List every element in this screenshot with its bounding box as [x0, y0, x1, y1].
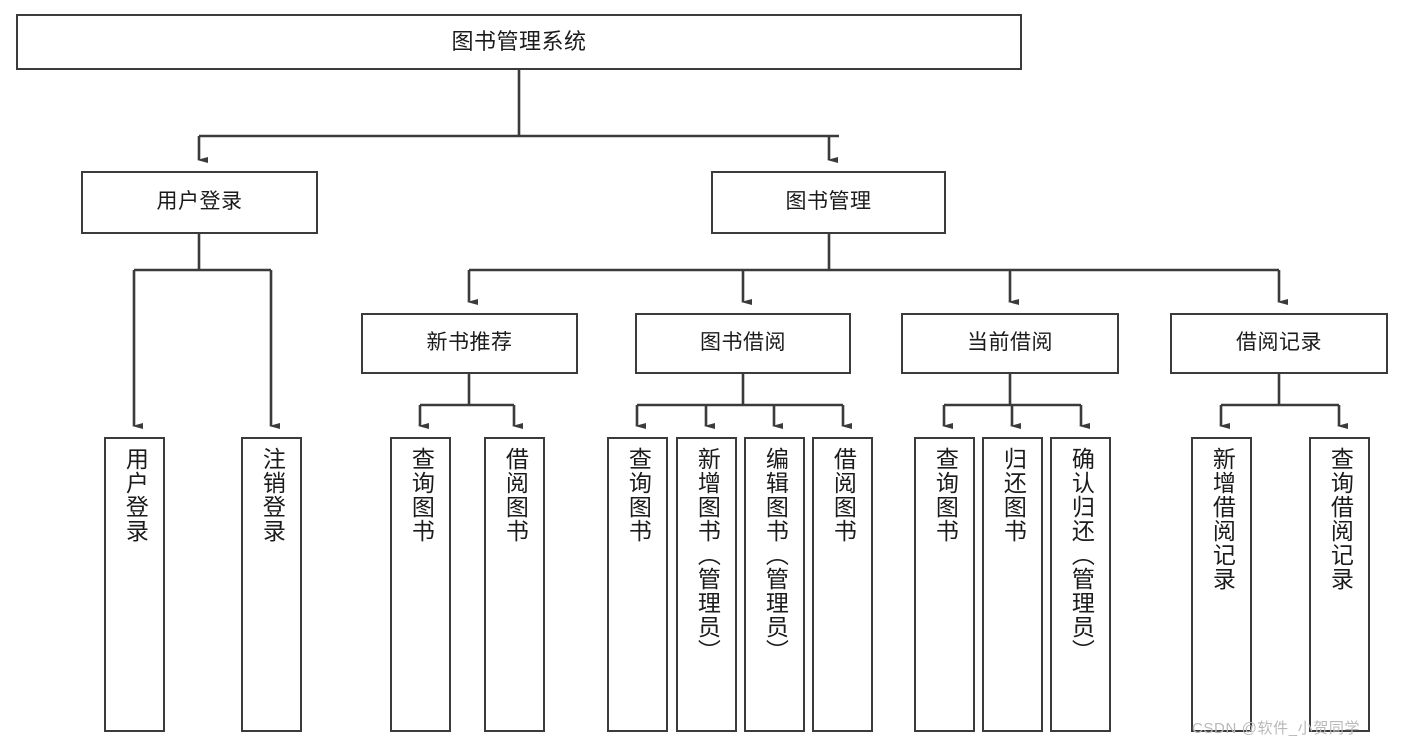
node-label: 新增图书（管理员）: [694, 447, 721, 663]
node-user-login[interactable]: 用户登录: [81, 171, 318, 234]
leaf-confirm-return-admin[interactable]: 确认归还（管理员）: [1050, 437, 1111, 732]
leaf-query-book-current[interactable]: 查询图书: [914, 437, 975, 732]
node-label: 新书推荐: [426, 331, 513, 355]
node-label: 借阅记录: [1236, 331, 1322, 355]
node-label: 图书借阅: [700, 331, 786, 355]
node-label: 图书管理系统: [451, 29, 587, 55]
node-book-borrow[interactable]: 图书借阅: [635, 313, 851, 374]
leaf-add-borrow-record[interactable]: 新增借阅记录: [1191, 437, 1252, 732]
leaf-borrow-book-recommend[interactable]: 借阅图书: [484, 437, 545, 732]
node-label: 用户登录: [156, 190, 243, 214]
leaf-logout[interactable]: 注销登录: [241, 437, 302, 732]
node-label: 借阅图书: [830, 447, 857, 543]
leaf-user-login[interactable]: 用户登录: [104, 437, 165, 732]
node-new-book-recommend[interactable]: 新书推荐: [361, 313, 578, 374]
node-label: 新增借阅记录: [1209, 447, 1236, 591]
node-book-management[interactable]: 图书管理: [711, 171, 946, 234]
node-root-system[interactable]: 图书管理系统: [16, 14, 1022, 70]
node-label: 编辑图书（管理员）: [762, 447, 789, 663]
node-label: 查询借阅记录: [1327, 447, 1354, 591]
leaf-query-book-borrow[interactable]: 查询图书: [607, 437, 668, 732]
node-label: 注销登录: [259, 447, 286, 543]
node-label: 确认归还（管理员）: [1068, 447, 1095, 663]
node-label: 查询图书: [932, 447, 959, 543]
node-label: 当前借阅: [967, 331, 1053, 355]
leaf-borrow-book[interactable]: 借阅图书: [812, 437, 873, 732]
node-label: 查询图书: [625, 447, 652, 543]
node-label: 图书管理: [785, 190, 872, 214]
leaf-return-book[interactable]: 归还图书: [982, 437, 1043, 732]
node-label: 借阅图书: [502, 447, 529, 543]
watermark: CSDN @软件_小贺同学: [1192, 720, 1361, 737]
node-current-borrow[interactable]: 当前借阅: [901, 313, 1119, 374]
leaf-add-book-admin[interactable]: 新增图书（管理员）: [676, 437, 737, 732]
node-label: 归还图书: [1000, 447, 1027, 543]
node-borrow-record[interactable]: 借阅记录: [1170, 313, 1388, 374]
leaf-edit-book-admin[interactable]: 编辑图书（管理员）: [744, 437, 805, 732]
leaf-query-borrow-record[interactable]: 查询借阅记录: [1309, 437, 1370, 732]
node-label: 用户登录: [122, 447, 149, 543]
leaf-query-book-recommend[interactable]: 查询图书: [390, 437, 451, 732]
node-label: 查询图书: [408, 447, 435, 543]
